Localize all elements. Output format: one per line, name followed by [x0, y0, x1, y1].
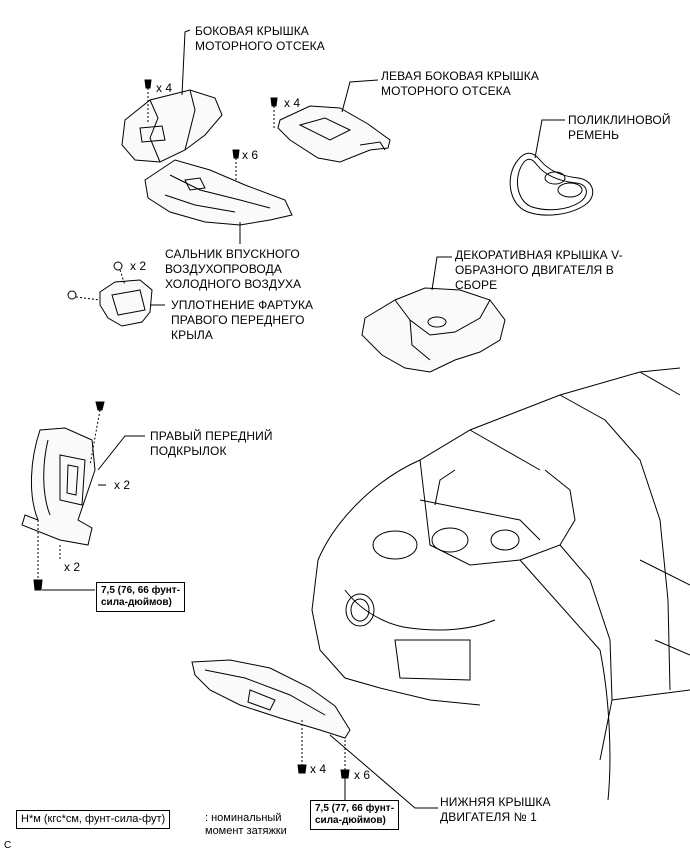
qty-liner-bolts: x 2 — [64, 560, 81, 574]
label-line: ПОЛИКЛИНОВОЙ — [568, 113, 671, 127]
label-line: ХОЛОДНОГО ВОЗДУХА — [165, 277, 302, 291]
torque-under-cover: 7,5 (77, 66 фунт- сила-дюймов) — [310, 800, 400, 830]
label-fender-liner: ПРАВЫЙ ПЕРЕДНИЙ ПОДКРЫЛОК — [150, 429, 273, 459]
label-line: ДЕКОРАТИВНАЯ КРЫШКА V- — [455, 248, 623, 262]
qty-side-cover-bolts: x 4 — [156, 81, 173, 95]
qty-liner-screws: x 2 — [114, 478, 131, 492]
legend-line: : номинальный — [205, 812, 282, 824]
label-line: ОБРАЗНОГО ДВИГАТЕЛЯ В — [455, 263, 614, 277]
torque-line: сила-дюймов) — [101, 597, 172, 608]
corner-mark: C — [4, 840, 12, 851]
label-line: МОТОРНОГО ОТСЕКА — [195, 39, 325, 53]
side-cover-part — [121, 89, 223, 163]
legend-unit-box: Н*м (кгс*см, фунт-сила-фут) — [16, 810, 171, 829]
fender-liner-part — [21, 427, 96, 546]
label-line: ДВИГАТЕЛЯ № 1 — [440, 810, 537, 824]
label-line: ЛЕВАЯ БОКОВАЯ КРЫШКА — [381, 69, 539, 83]
legend-description: : номинальный момент затяжки — [205, 812, 287, 838]
intake-seal-part — [67, 261, 153, 327]
label-line: БОКОВАЯ КРЫШКА — [195, 24, 309, 38]
label-fender-apron-seal: УПЛОТНЕНИЕ ФАРТУКА ПРАВОГО ПЕРЕДНЕГО КРЫ… — [171, 298, 313, 343]
qty-middle-clips: x 6 — [242, 148, 259, 162]
legend-line: момент затяжки — [205, 825, 287, 837]
left-side-cover-part — [277, 105, 391, 163]
label-line: ВОЗДУХОПРОВОДА — [165, 262, 282, 276]
label-v-engine-cover: ДЕКОРАТИВНАЯ КРЫШКА V- ОБРАЗНОГО ДВИГАТЕ… — [455, 248, 623, 293]
label-v-belt: ПОЛИКЛИНОВОЙ РЕМЕНЬ — [568, 113, 671, 143]
label-left-side-cover: ЛЕВАЯ БОКОВАЯ КРЫШКА МОТОРНОГО ОТСЕКА — [381, 69, 539, 99]
v-engine-cover-part — [361, 287, 506, 373]
qty-under-bolts: x 6 — [354, 768, 371, 782]
label-line: МОТОРНОГО ОТСЕКА — [381, 84, 511, 98]
label-line: УПЛОТНЕНИЕ ФАРТУКА — [171, 298, 314, 312]
torque-line: 7,5 (77, 66 фунт- — [315, 803, 395, 814]
middle-duct-part — [144, 159, 293, 226]
qty-seal-clips: x 2 — [130, 259, 147, 273]
label-side-cover: БОКОВАЯ КРЫШКА МОТОРНОГО ОТСЕКА — [195, 24, 325, 54]
torque-line: сила-дюймов) — [315, 815, 386, 826]
torque-liner: 7,5 (76, 66 фунт- сила-дюймов) — [96, 582, 186, 612]
qty-under-clips: x 4 — [310, 762, 327, 776]
v-belt-part — [509, 152, 594, 216]
label-line: ПОДКРЫЛОК — [150, 444, 227, 458]
label-line: САЛЬНИК ВПУСКНОГО — [165, 247, 300, 261]
car-front-drawing — [311, 367, 690, 801]
qty-left-cover-bolts: x 4 — [284, 96, 301, 110]
label-intake-seal: САЛЬНИК ВПУСКНОГО ВОЗДУХОПРОВОДА ХОЛОДНО… — [165, 247, 301, 292]
label-line: СБОРЕ — [455, 278, 498, 292]
torque-line: 7,5 (76, 66 фунт- — [101, 585, 181, 596]
under-cover-part — [191, 659, 351, 739]
label-line: ПРАВОГО ПЕРЕДНЕГО — [171, 313, 305, 327]
label-under-cover: НИЖНЯЯ КРЫШКА ДВИГАТЕЛЯ № 1 — [440, 795, 551, 825]
label-line: ПРАВЫЙ ПЕРЕДНИЙ — [150, 429, 273, 443]
label-line: РЕМЕНЬ — [568, 128, 620, 142]
label-line: НИЖНЯЯ КРЫШКА — [440, 795, 551, 809]
label-line: КРЫЛА — [171, 328, 213, 342]
